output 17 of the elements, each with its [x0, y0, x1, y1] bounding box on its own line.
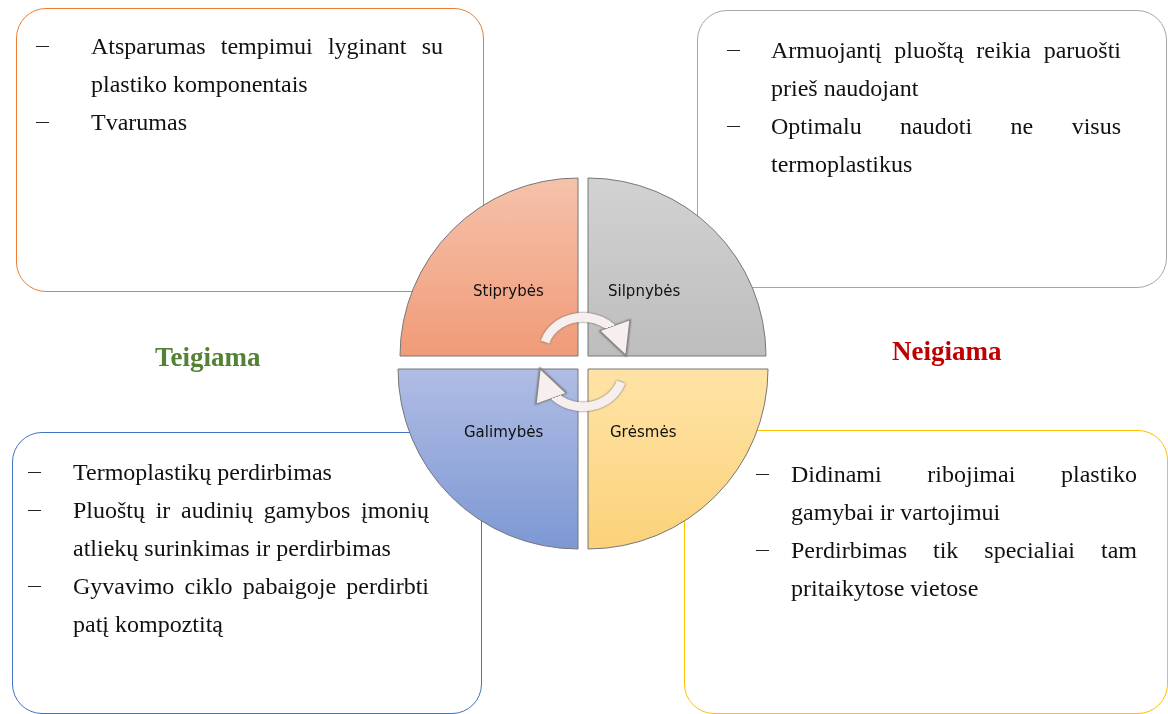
list-item-text: Didinami ribojimai plastiko gamybai ir vartojimui: [791, 460, 1137, 527]
list-item-text: Gyvavimo ciklo pabaigoje perdirbti patį kompoztitą: [73, 572, 429, 639]
list-item-text: Perdirbimas tik specialiai tam pritaikytose vietose: [791, 536, 1137, 603]
quadrant-label: Stiprybės: [473, 282, 544, 300]
list-item-text: Atsparumas tempimui lyginant su plastiko komponentais: [91, 32, 443, 99]
side-heading: Teigiama: [155, 342, 261, 373]
list-item-text: Armuojantį pluoštą reikia paruošti prieš naudojant: [771, 36, 1121, 103]
text-box: [697, 10, 1167, 288]
side-heading: Neigiama: [892, 336, 1002, 367]
quadrant-label: Galimybės: [464, 423, 544, 441]
quadrant-label: Grėsmės: [610, 423, 677, 441]
quadrant-label: Silpnybės: [608, 282, 681, 300]
text-box: [684, 430, 1168, 714]
list-item-text: Optimalu naudoti ne visus termoplastikus: [771, 112, 1121, 179]
list-item-text: Pluoštų ir audinių gamybos įmonių atliekų surinkimas ir perdirbimas: [73, 496, 429, 563]
list-item-text: Tvarumas: [91, 108, 188, 137]
list-item-text: Termoplastikų perdirbimas: [73, 458, 333, 487]
